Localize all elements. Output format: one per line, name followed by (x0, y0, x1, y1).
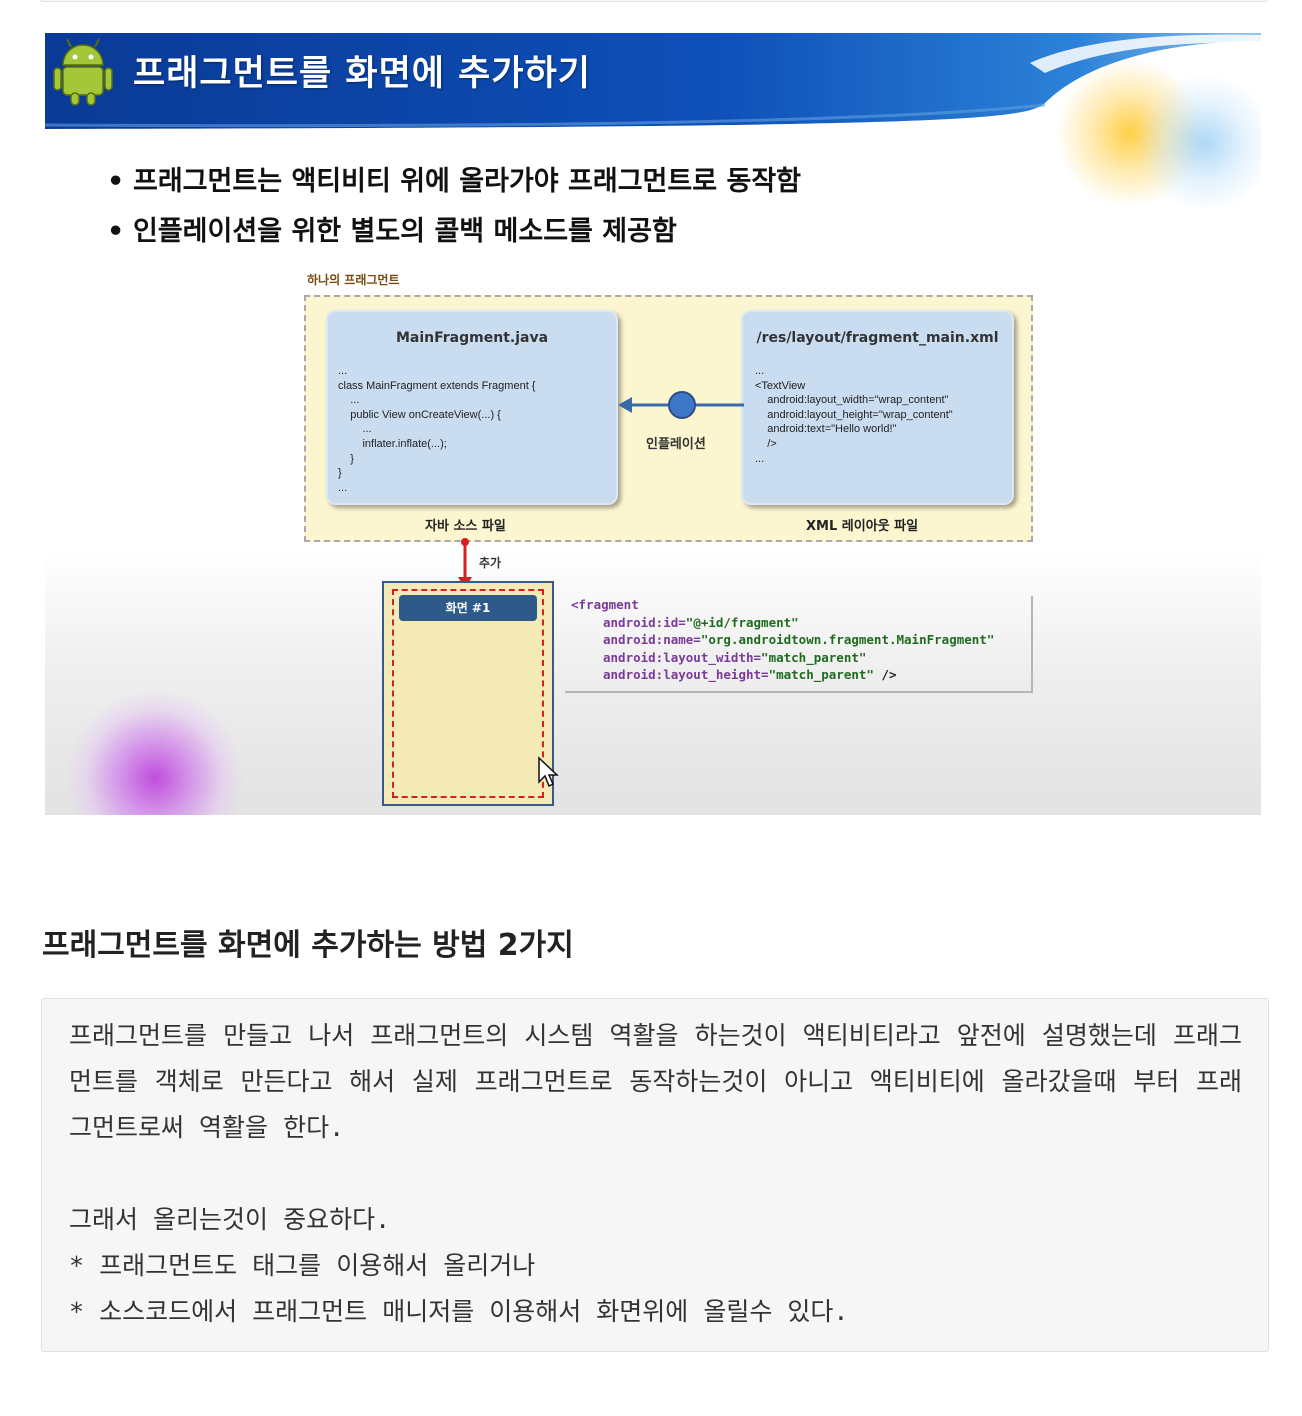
java-code-text: ... class MainFragment extends Fragment … (338, 364, 535, 495)
xml-line: android:id="@+id/fragment" (565, 614, 1031, 632)
xml-code-text: ... <TextView android:layout_width="wrap… (755, 364, 953, 466)
java-file-label: 자바 소스 파일 (425, 515, 506, 534)
code-line: 그래서 올리는것이 중요하다. (69, 1197, 1242, 1243)
add-label: 추가 (479, 554, 501, 571)
slide-title: 프래그먼트를 화면에 추가하기 (133, 45, 591, 96)
code-paragraph: 프래그먼트를 만들고 나서 프래그먼트의 시스템 역활을 하는것이 액티비티라고… (69, 1013, 1242, 1151)
android-logo-icon (53, 35, 113, 107)
slide-bullet-list: •프래그먼트는 액티비티 위에 올라가야 프래그먼트로 동작함 •인플레이션을 … (107, 157, 801, 257)
inflation-arrow-icon (616, 387, 746, 427)
xml-tag-end: /> (874, 667, 897, 682)
screen-mockup: 화면 #1 (382, 581, 554, 806)
xml-attr: android:id= (603, 615, 686, 630)
xml-attr: android:layout_width= (603, 650, 761, 665)
xml-line: android:name="org.androidtown.fragment.M… (565, 631, 1031, 649)
xml-card-title: /res/layout/fragment_main.xml (743, 330, 1012, 346)
xml-tag: <fragment (571, 597, 639, 612)
bullet-item: •프래그먼트는 액티비티 위에 올라가야 프래그먼트로 동작함 (107, 157, 801, 207)
fragment-xml-snippet: <fragment android:id="@+id/fragment" and… (565, 596, 1033, 693)
bullet-text: 인플레이션을 위한 별도의 콜백 메소드를 제공함 (133, 216, 677, 247)
fragment-group-label: 하나의 프래그먼트 (307, 271, 400, 288)
code-line: * 프래그먼트도 태그를 이용해서 올리거나 (69, 1243, 1242, 1289)
xml-line: <fragment (565, 596, 1031, 614)
lecture-slide-image: 프래그먼트를 화면에 추가하기 •프래그먼트는 액티비티 위에 올라가야 프래그… (45, 33, 1261, 815)
previous-block-edge (40, 0, 1268, 2)
blank-line (69, 1151, 1242, 1197)
inflation-label: 인플레이션 (646, 433, 706, 452)
xml-attr: android:layout_height= (603, 667, 769, 682)
java-source-card: MainFragment.java ... class MainFragment… (326, 310, 618, 505)
java-card-title: MainFragment.java (328, 330, 616, 346)
xml-value: "match_parent" (769, 667, 874, 682)
code-block[interactable]: 프래그먼트를 만들고 나서 프래그먼트의 시스템 역활을 하는것이 액티비티라고… (41, 998, 1269, 1352)
xml-value: "org.androidtown.fragment.MainFragment" (701, 632, 995, 647)
fragment-area: 화면 #1 (392, 589, 544, 798)
bullet-item: •인플레이션을 위한 별도의 콜백 메소드를 제공함 (107, 207, 801, 257)
bullet-text: 프래그먼트는 액티비티 위에 올라가야 프래그먼트로 동작함 (133, 166, 801, 197)
xml-attr: android:name= (603, 632, 701, 647)
mouse-cursor-icon (537, 756, 559, 790)
xml-value: "match_parent" (761, 650, 866, 665)
xml-line: android:layout_width="match_parent" (565, 649, 1031, 667)
decorative-purple-orb (65, 693, 245, 815)
xml-layout-card: /res/layout/fragment_main.xml ... <TextV… (741, 310, 1014, 505)
code-line: * 소스코드에서 프래그먼트 매니저를 이용해서 화면위에 올릴수 있다. (69, 1289, 1242, 1335)
xml-file-label: XML 레이아웃 파일 (806, 515, 918, 534)
fragment-group-box: MainFragment.java ... class MainFragment… (304, 295, 1033, 542)
xml-value: "@+id/fragment" (686, 615, 799, 630)
section-heading: 프래그먼트를 화면에 추가하는 방법 2가지 (42, 920, 574, 964)
screen-title: 화면 #1 (399, 595, 537, 621)
xml-line: android:layout_height="match_parent" /> (565, 666, 1031, 684)
